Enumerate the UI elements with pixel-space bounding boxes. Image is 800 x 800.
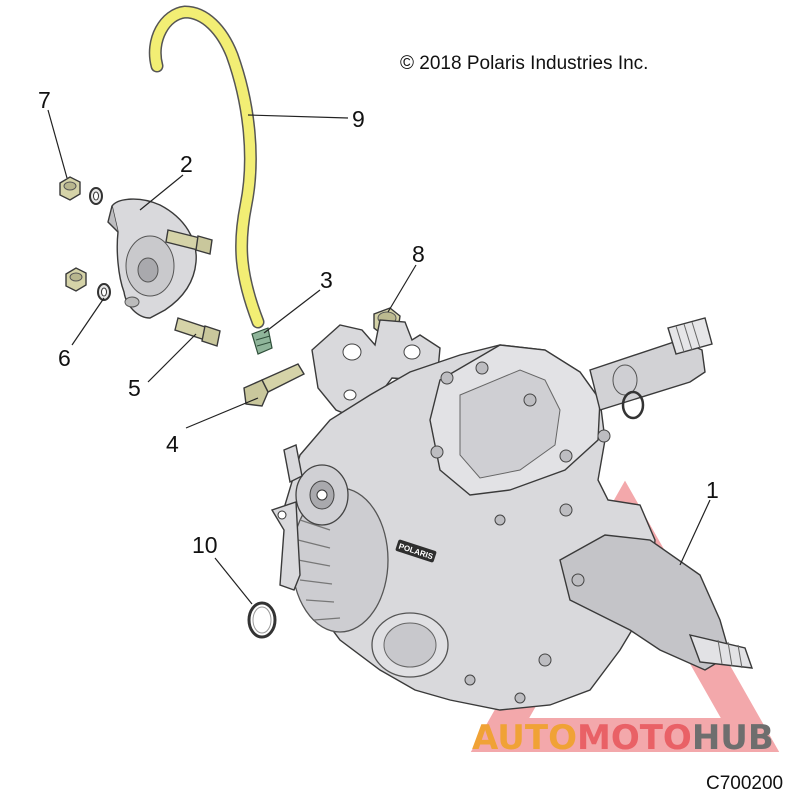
o-ring-10	[247, 601, 277, 639]
watermark-auto: AUTO	[472, 718, 577, 758]
callout-7: 7	[38, 87, 51, 113]
diagram-code: C700200	[706, 773, 783, 794]
washer-6	[97, 283, 111, 301]
callout-4: 4	[166, 431, 179, 457]
sensor-cover	[107, 198, 197, 319]
callout-8: 8	[412, 241, 425, 267]
leader-lines	[47, 109, 711, 605]
transmission-assembly: POLARIS	[270, 317, 754, 711]
copyright-text: © 2018 Polaris Industries Inc.	[400, 53, 648, 74]
callout-3: 3	[320, 267, 333, 293]
watermark-moto: MOTO	[577, 718, 692, 758]
callout-labels: 7 2 3 8 9 6 5 4 10 1	[38, 87, 719, 558]
bolt-cover	[165, 229, 213, 255]
callout-9: 9	[352, 106, 365, 132]
watermark-hub: HUB	[692, 718, 774, 758]
watermark-text: AUTOMOTOHUB	[472, 718, 774, 758]
callout-10: 10	[192, 532, 218, 558]
callout-5: 5	[128, 375, 141, 401]
bolt-5	[174, 317, 221, 347]
hose-fitting	[251, 327, 273, 355]
callout-6: 6	[58, 345, 71, 371]
washer-7	[89, 187, 103, 205]
callout-2: 2	[180, 151, 193, 177]
nut-6	[65, 267, 87, 292]
callout-1: 1	[706, 477, 719, 503]
nut-7	[59, 176, 81, 201]
vent-hose	[148, 5, 265, 329]
bolt-4	[243, 363, 305, 407]
